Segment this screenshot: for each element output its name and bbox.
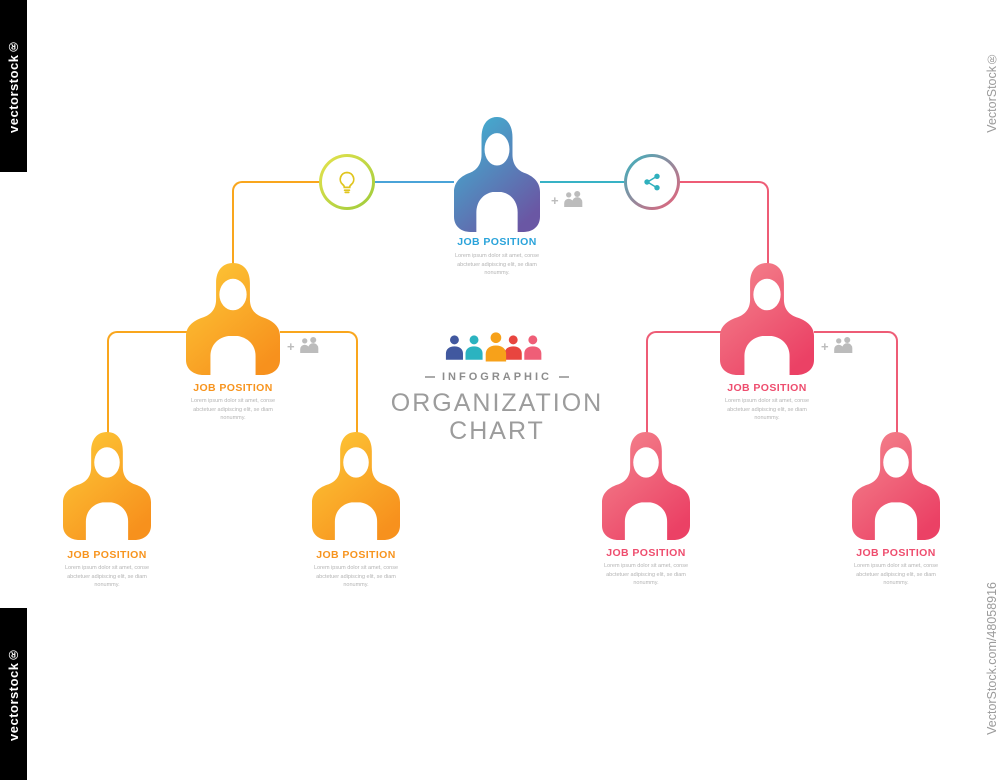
job-title-left-manager: JOB POSITION bbox=[193, 382, 273, 394]
job-desc-left-manager: Lorem ipsum dolor sit amet, conse abctet… bbox=[190, 398, 276, 422]
idea-badge bbox=[319, 154, 375, 210]
avatar-left-child-2 bbox=[312, 432, 400, 540]
lightbulb-icon bbox=[322, 157, 372, 207]
job-desc-right-child-2: Lorem ipsum dolor sit amet, conse abctet… bbox=[853, 563, 939, 587]
share-badge bbox=[624, 154, 680, 210]
job-title-right-child-2: JOB POSITION bbox=[856, 547, 936, 559]
connector-top-left-inner bbox=[375, 181, 454, 183]
job-desc-top: Lorem ipsum dolor sit amet, conse abctet… bbox=[454, 253, 540, 277]
watermark-right-url: VectorStock.com/48058916 bbox=[985, 542, 999, 774]
add-team-members-icon: + bbox=[287, 336, 320, 353]
watermark-text: VectorStock® bbox=[985, 51, 999, 133]
avatar-left-child-1 bbox=[63, 432, 151, 540]
job-title-right-manager: JOB POSITION bbox=[727, 382, 807, 394]
add-team-members-icon: + bbox=[821, 336, 854, 353]
avatar-left-manager bbox=[186, 263, 280, 375]
job-title-left-child-1: JOB POSITION bbox=[67, 549, 147, 561]
add-team-members-icon: + bbox=[551, 190, 584, 207]
main-title-line1: ORGANIZATION bbox=[390, 389, 604, 417]
job-title-right-child-1: JOB POSITION bbox=[606, 547, 686, 559]
share-network-icon bbox=[627, 157, 677, 207]
job-desc-right-manager: Lorem ipsum dolor sit amet, conse abctet… bbox=[724, 398, 810, 422]
connector-top-to-left-manager bbox=[232, 181, 321, 266]
watermark-right-top: VectorStock® bbox=[985, 22, 999, 162]
job-desc-left-child-2: Lorem ipsum dolor sit amet, conse abctet… bbox=[313, 565, 399, 589]
job-title-left-child-2: JOB POSITION bbox=[316, 549, 396, 561]
connector-top-right-inner bbox=[540, 181, 624, 183]
connector-left-manager-to-child2 bbox=[280, 331, 358, 434]
watermark-text: vectorstock® bbox=[6, 647, 21, 741]
main-title-line2: CHART bbox=[449, 417, 545, 445]
watermark-left-bottom: vectorstock® bbox=[0, 608, 27, 780]
kicker-infographic: INFOGRAPHIC bbox=[417, 371, 577, 383]
avatar-right-manager bbox=[720, 263, 814, 375]
connector-left-manager-to-child1 bbox=[107, 331, 191, 434]
job-desc-right-child-1: Lorem ipsum dolor sit amet, conse abctet… bbox=[603, 563, 689, 587]
avatar-right-child-1 bbox=[602, 432, 690, 540]
avatar-top-position bbox=[454, 117, 540, 232]
watermark-text: VectorStock.com/48058916 bbox=[985, 581, 999, 735]
connector-right-manager-to-child2 bbox=[814, 331, 898, 434]
connector-top-to-right-manager bbox=[680, 181, 769, 266]
job-desc-left-child-1: Lorem ipsum dolor sit amet, conse abctet… bbox=[64, 565, 150, 589]
team-icon bbox=[445, 332, 542, 362]
job-title-top: JOB POSITION bbox=[457, 236, 537, 248]
watermark-left-top: vectorstock® bbox=[0, 0, 27, 172]
connector-right-manager-to-child1 bbox=[646, 331, 722, 434]
watermark-text: vectorstock® bbox=[6, 39, 21, 133]
avatar-right-child-2 bbox=[852, 432, 940, 540]
kicker-text: INFOGRAPHIC bbox=[442, 371, 552, 383]
